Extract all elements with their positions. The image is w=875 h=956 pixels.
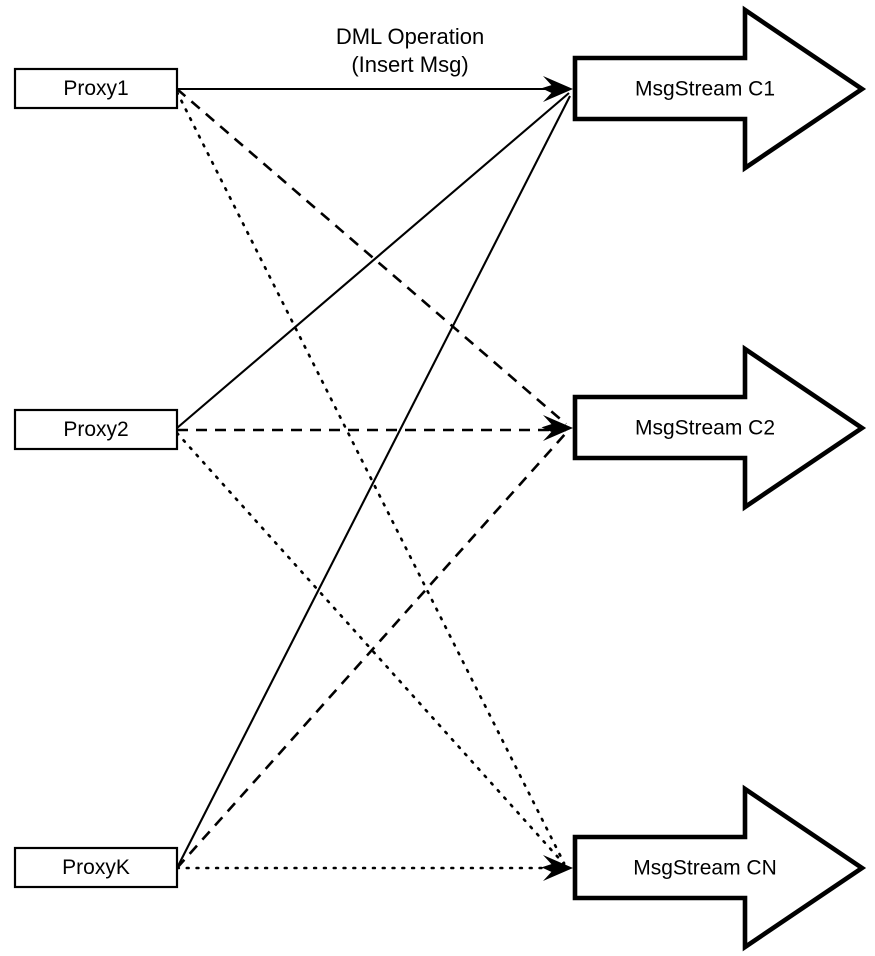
arrowhead-layer [541,76,573,881]
edge-proxyk-to-msgstream-c1[interactable] [176,95,571,869]
annotation-line-2: (Insert Msg) [351,52,468,77]
block-arrow-icon[interactable] [572,344,867,512]
proxy-node-proxyk[interactable]: ProxyK [13,846,179,889]
edge-proxy1-to-msgstream-c2[interactable] [176,88,567,425]
edge-proxyk-to-msgstream-c2[interactable] [176,432,567,869]
edge-layer [175,87,571,870]
stream-label: MsgStream CN [633,857,777,880]
proxy-node-proxy2[interactable]: Proxy2 [13,408,179,451]
arrowhead-icon-msgstream-cn [541,855,573,881]
stream-node-msgstream-cn[interactable]: MsgStream CN [572,784,867,952]
edge-proxy2-to-msgstream-cn[interactable] [175,431,566,866]
proxy-node-proxy1[interactable]: Proxy1 [13,67,179,110]
block-arrow-icon[interactable] [572,784,867,952]
block-arrow-icon[interactable] [572,5,867,173]
arrowhead-icon-msgstream-c1 [541,76,573,102]
proxy-label: ProxyK [62,856,130,879]
proxy-label: Proxy2 [63,418,128,441]
arrowhead-icon-msgstream-c2 [541,415,573,441]
edge-proxy2-to-msgstream-c1[interactable] [176,92,570,429]
stream-node-msgstream-c2[interactable]: MsgStream C2 [572,344,867,512]
edge-annotation-dml-operation: DML Operation (Insert Msg) [336,24,484,77]
proxy-box[interactable] [13,67,179,110]
stream-node-msgstream-c1[interactable]: MsgStream C1 [572,5,867,173]
proxy-label: Proxy1 [63,77,128,100]
proxy-box[interactable] [13,846,179,889]
stream-label: MsgStream C1 [635,78,775,101]
proxy-box[interactable] [13,408,179,451]
stream-label: MsgStream C2 [635,417,775,440]
edge-proxy1-to-msgstream-cn[interactable] [175,90,566,865]
annotation-line-1: DML Operation [336,24,484,49]
